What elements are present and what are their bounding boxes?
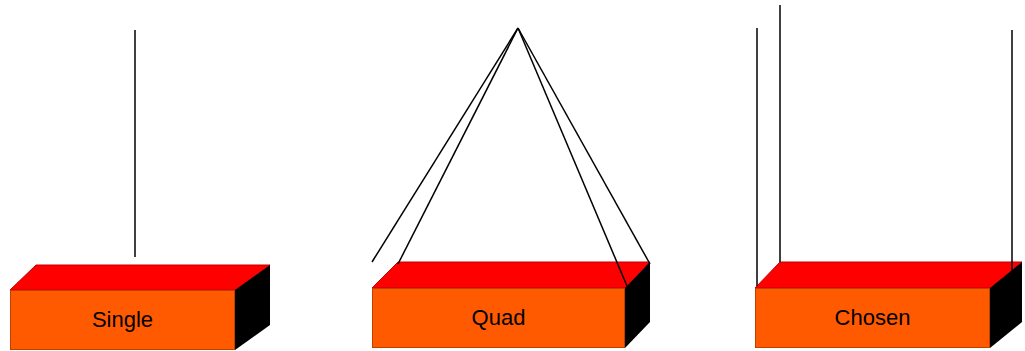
box-side xyxy=(625,262,650,348)
cable xyxy=(518,28,650,264)
box-top xyxy=(10,265,270,290)
box-front: Single xyxy=(10,290,235,350)
cable xyxy=(756,28,758,286)
cable xyxy=(518,28,627,286)
box-side xyxy=(235,265,270,350)
cable xyxy=(398,28,518,264)
box-front: Chosen xyxy=(755,288,990,348)
box-label: Quad xyxy=(464,305,534,331)
cable xyxy=(1011,30,1013,270)
box-top xyxy=(755,262,1022,288)
box-label: Chosen xyxy=(827,305,919,331)
box-side xyxy=(990,262,1022,348)
box-label: Single xyxy=(84,307,161,333)
box-front: Quad xyxy=(372,288,625,348)
cable xyxy=(779,5,781,262)
cable xyxy=(134,30,136,257)
box-top xyxy=(372,262,650,288)
cable xyxy=(372,28,518,262)
